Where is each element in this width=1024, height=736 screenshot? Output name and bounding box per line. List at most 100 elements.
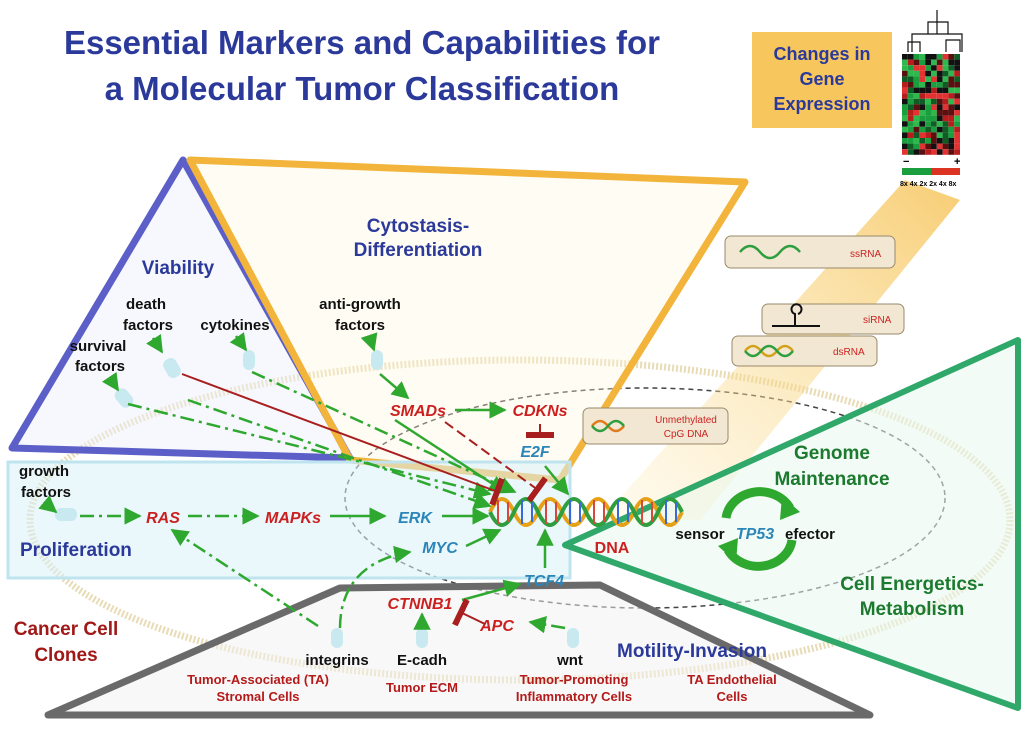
heatmap-cell xyxy=(913,98,920,105)
heatmap xyxy=(902,54,960,155)
heatmap-cell xyxy=(936,98,943,105)
heatmap-cell xyxy=(948,54,955,60)
heatmap-cell xyxy=(948,115,955,122)
gene-mapks: MAPKs xyxy=(265,510,321,527)
heatmap-cell xyxy=(907,121,914,127)
heatmap-cell xyxy=(931,65,937,71)
heatmap-cell xyxy=(925,115,931,122)
title-line-1: Essential Markers and Capabilities for xyxy=(64,24,660,61)
dna-label: DNA xyxy=(595,540,630,557)
heatmap-cell xyxy=(936,76,943,82)
heatmap-cell xyxy=(925,59,931,66)
heatmap-cell xyxy=(925,104,931,110)
heatmap-cell xyxy=(919,76,926,82)
heatmap-cell xyxy=(942,126,949,133)
heatmap-cell xyxy=(902,121,908,127)
heatmap-cell xyxy=(936,110,943,116)
death-factors-label-1: death xyxy=(126,296,166,313)
ta-stromal-label-2: Stromal Cells xyxy=(216,689,299,704)
integrins-label: integrins xyxy=(305,652,368,669)
heatmap-cell xyxy=(931,82,937,88)
heatmap-cell xyxy=(902,115,908,122)
cytostasis-label-2: Differentiation xyxy=(354,240,483,261)
heatmap-cell xyxy=(936,70,943,77)
heatmap-cell xyxy=(942,104,949,110)
heatmap-cell xyxy=(931,98,937,105)
heatmap-cell xyxy=(954,115,960,122)
cpg-label-1: Unmethylated xyxy=(655,415,717,426)
heatmap-cell xyxy=(919,132,926,138)
gene-expression-line-1: Changes in xyxy=(773,44,870,64)
heatmap-cell xyxy=(907,149,914,155)
cpg-label-2: CpG DNA xyxy=(664,429,709,440)
heatmap-cell xyxy=(907,110,914,116)
heatmap-cell xyxy=(954,59,960,66)
heatmap-cell xyxy=(936,121,943,127)
heatmap-cell xyxy=(948,59,955,66)
gene-myc: MYC xyxy=(422,540,458,557)
heatmap-cell xyxy=(931,54,937,60)
heatmap-cell xyxy=(902,54,908,60)
heatmap-cell xyxy=(925,98,931,105)
heatmap-cell xyxy=(931,149,937,155)
heatmap-cell xyxy=(919,121,926,127)
clones-label-2: Clones xyxy=(34,645,97,666)
heatmap-cell xyxy=(919,59,926,66)
heatmap-cell xyxy=(907,93,914,99)
inhibition-lines xyxy=(181,373,554,627)
dsrna-label: dsRNA xyxy=(833,347,865,358)
gene-smads: SMADs xyxy=(390,403,446,420)
heatmap-cell xyxy=(954,93,960,99)
heatmap-cell xyxy=(931,115,937,122)
heatmap-cell xyxy=(919,149,926,155)
heatmap-cell xyxy=(942,65,949,71)
heatmap-cell xyxy=(948,110,955,116)
sirna-hairpin-icon xyxy=(772,303,820,327)
heatmap-cell xyxy=(942,82,949,88)
heatmap-cell xyxy=(902,70,908,77)
inflammatory-label-2: Inflammatory Cells xyxy=(516,689,632,704)
heatmap-cell xyxy=(931,93,937,99)
tp53-cycle-icon xyxy=(718,487,800,571)
heatmap-cell xyxy=(919,110,926,116)
heatmap-cell xyxy=(919,93,926,99)
heatmap-dendrogram xyxy=(907,10,963,52)
gene-apc: APC xyxy=(479,618,514,635)
heatmap-cell xyxy=(907,132,914,138)
heatmap-cell xyxy=(954,54,960,60)
heatmap-cell xyxy=(948,143,955,150)
heatmap-cell xyxy=(954,149,960,155)
dna-helix-icon xyxy=(488,497,684,527)
heatmap-cell xyxy=(902,104,908,110)
heatmap-cell xyxy=(913,132,920,138)
heatmap-cell xyxy=(948,126,955,133)
heatmap-cell xyxy=(942,76,949,82)
heatmap-cell xyxy=(919,126,926,133)
heatmap-cell xyxy=(913,110,920,116)
heatmap-cell xyxy=(925,143,931,150)
heatmap-cell xyxy=(907,143,914,150)
energetics-triangle xyxy=(562,337,1021,711)
receptor-markers xyxy=(55,350,579,648)
gene-expression-box xyxy=(752,32,892,128)
heatmap-cell xyxy=(936,54,943,60)
proliferation-label: Proliferation xyxy=(20,540,132,561)
heatmap-cell xyxy=(913,121,920,127)
heatmap-cell xyxy=(902,87,908,94)
growth-factors-label-1: growth xyxy=(19,463,69,480)
heatmap-cell xyxy=(931,121,937,127)
heatmap-cell xyxy=(902,76,908,82)
wnt-label: wnt xyxy=(556,652,583,669)
ssrna-box xyxy=(724,235,896,269)
heatmap-cell xyxy=(942,121,949,127)
heatmap-cell xyxy=(931,59,937,66)
heatmap-cell xyxy=(931,126,937,133)
heatmap-cell xyxy=(948,82,955,88)
heatmap-cell xyxy=(902,110,908,116)
dsrna-box xyxy=(731,335,878,367)
heatmap-cell xyxy=(954,110,960,116)
heatmap-cell xyxy=(936,138,943,144)
heatmap-cell xyxy=(919,82,926,88)
heatmap-cell xyxy=(925,138,931,144)
heatmap-cell xyxy=(913,149,920,155)
